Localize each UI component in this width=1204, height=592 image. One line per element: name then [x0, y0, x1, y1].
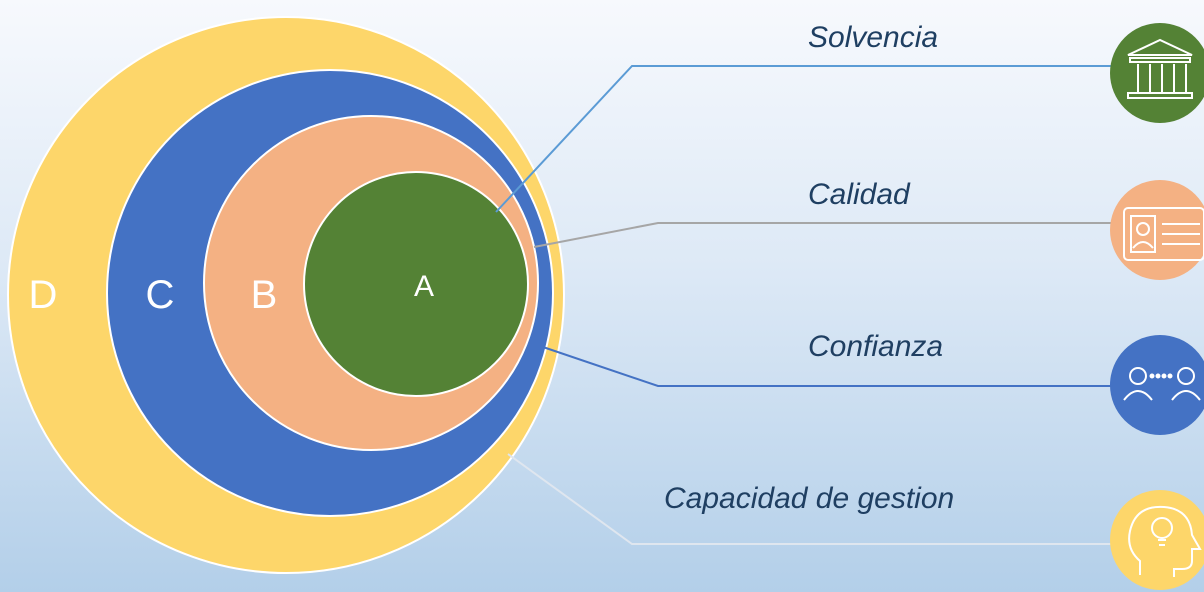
- label-confianza: Confianza: [808, 330, 944, 363]
- connector-calidad: [533, 222, 1114, 248]
- ring-letter-b: B: [251, 273, 278, 317]
- head-lightbulb-icon: [1110, 490, 1204, 590]
- connector-solvencia: [495, 65, 1114, 213]
- people-chat-icon: [1110, 335, 1204, 435]
- ring-letter-c: C: [146, 273, 175, 317]
- label-capacidad-de-gestion: Capacidad de gestion: [664, 482, 955, 515]
- label-solvencia: Solvencia: [808, 21, 939, 54]
- ring-letter-a: A: [414, 270, 434, 303]
- connector-capacidad: [507, 453, 1114, 545]
- ring-letter-d: D: [29, 273, 58, 317]
- label-calidad: Calidad: [808, 178, 910, 211]
- ring-a: [303, 171, 529, 397]
- id-card-icon: [1110, 180, 1204, 280]
- connector-confianza: [539, 345, 1114, 387]
- bank-icon: [1110, 23, 1204, 123]
